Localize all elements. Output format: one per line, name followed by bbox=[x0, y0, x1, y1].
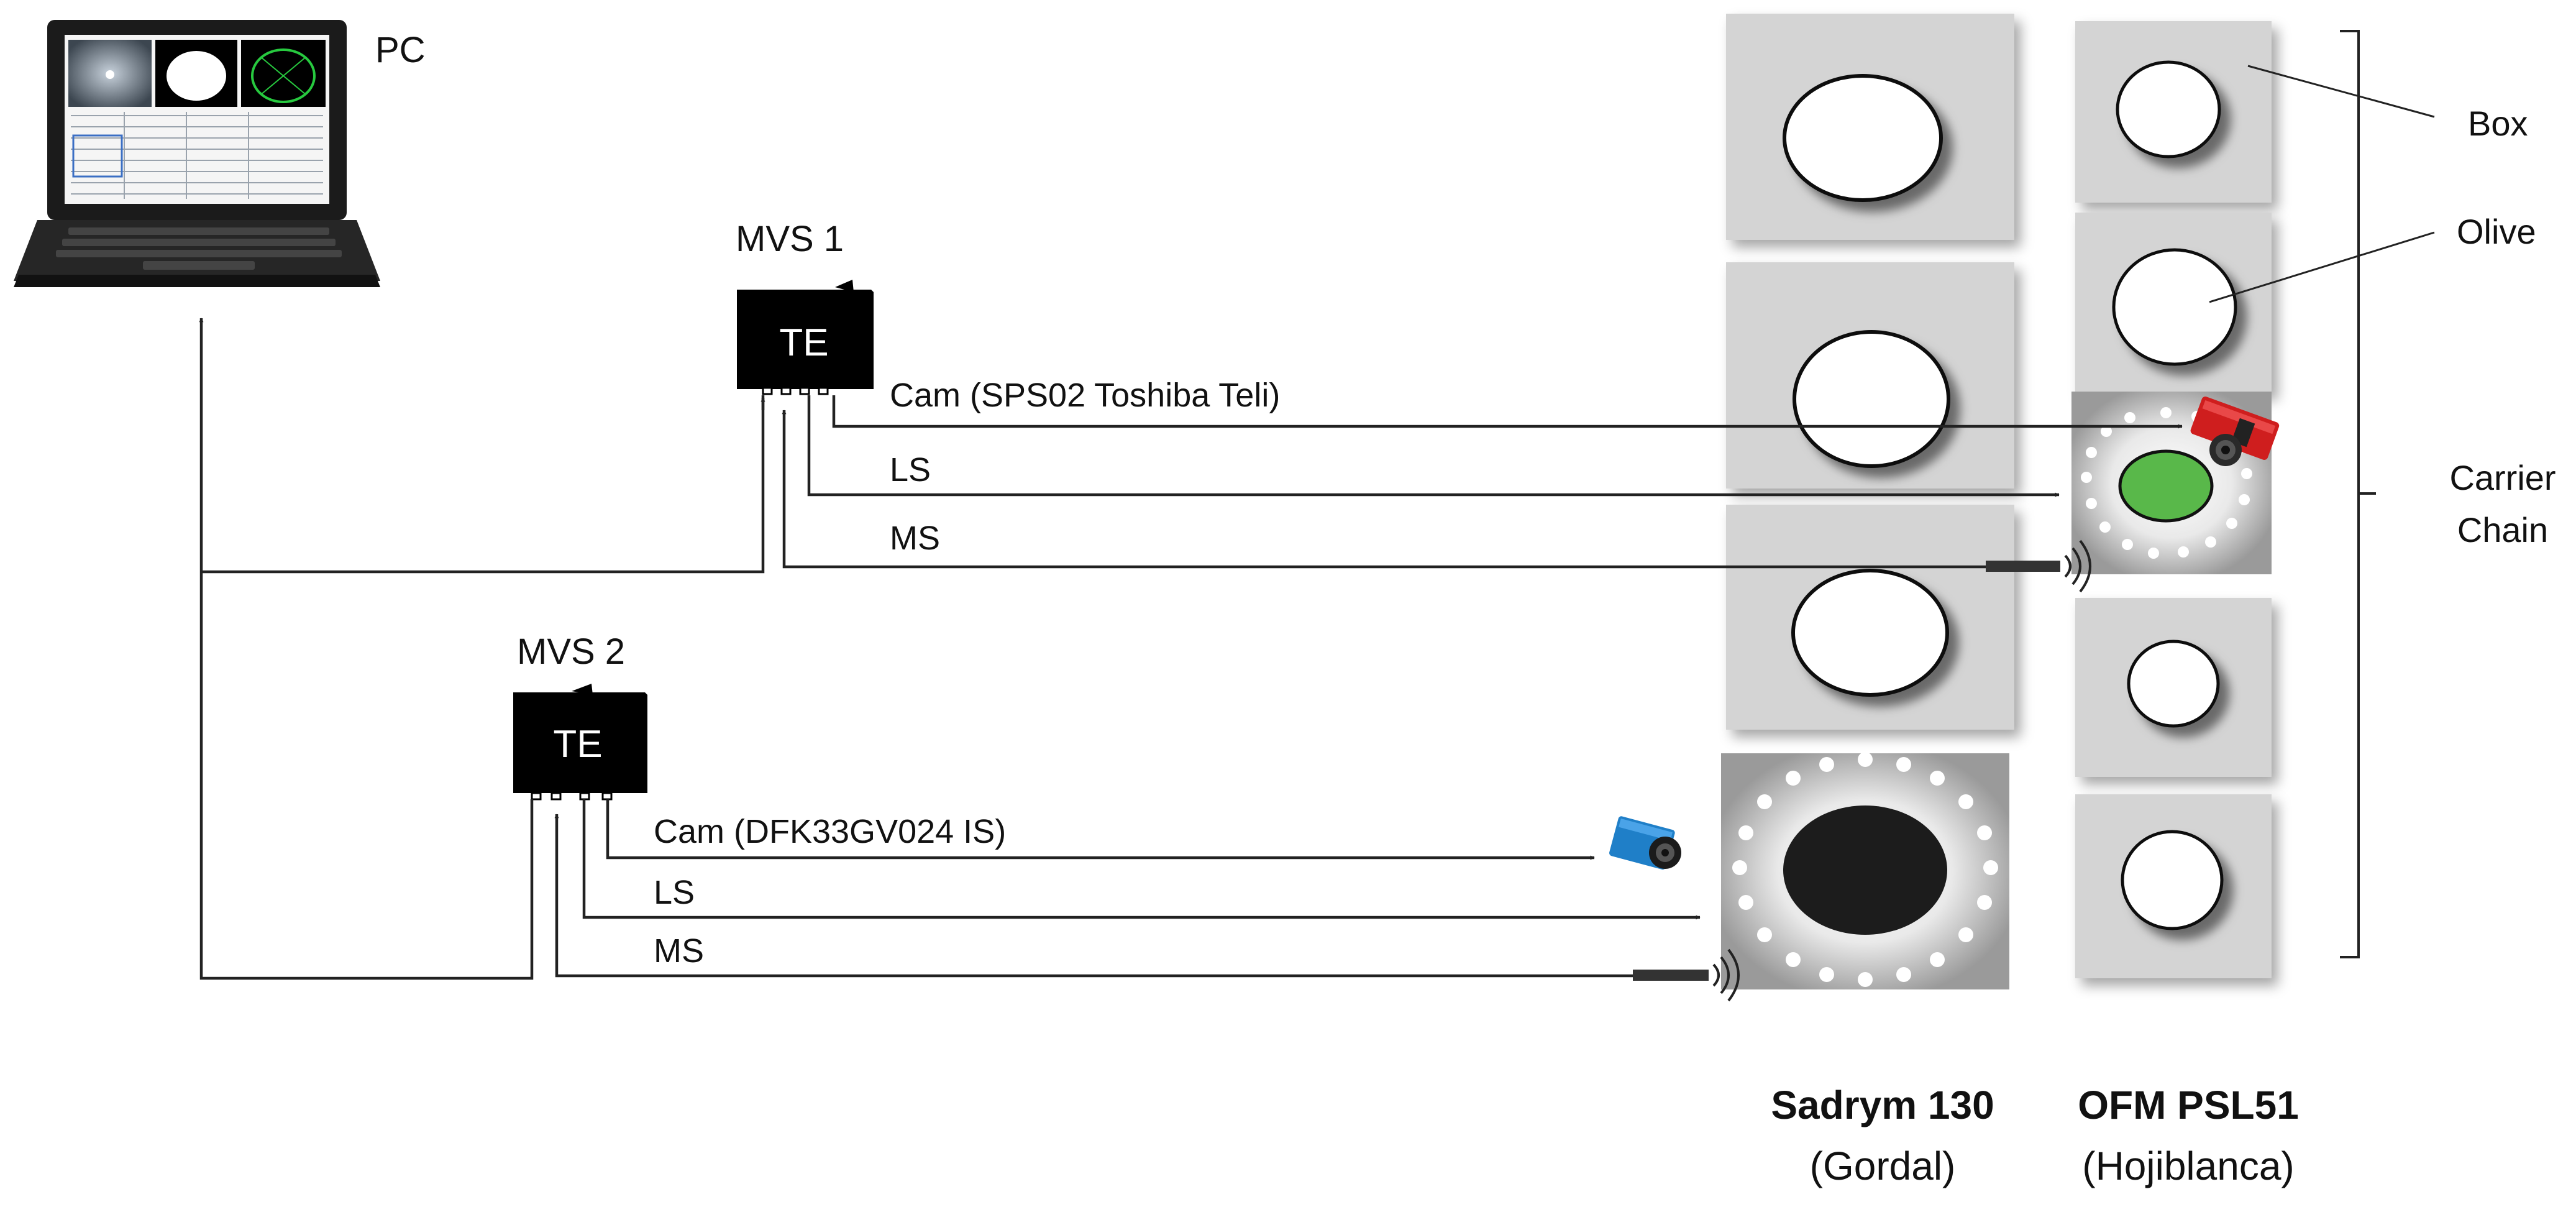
mvs2-controller-icon bbox=[513, 684, 647, 801]
mvs1-ls-label: LS bbox=[890, 451, 931, 489]
olive-label: Olive bbox=[2457, 212, 2536, 251]
screen-table-icon bbox=[71, 112, 323, 199]
wire-mvs1-to-pc bbox=[201, 395, 765, 574]
carrier-chain-bracket bbox=[2340, 30, 2376, 958]
olive bbox=[1791, 569, 1949, 697]
mvs1-controller-icon bbox=[737, 280, 874, 395]
camera-red-icon bbox=[2190, 397, 2280, 466]
mvs2-label: MVS 2 bbox=[517, 631, 625, 672]
camera-blue-icon bbox=[1609, 816, 1681, 870]
wire-mvs1-ls bbox=[807, 395, 2060, 497]
wire-mvs2-cam bbox=[606, 799, 1595, 860]
carrier-chain-label-line2: Chain bbox=[2457, 510, 2548, 549]
box bbox=[1726, 262, 2014, 489]
box-label: Box bbox=[2468, 104, 2528, 143]
olive bbox=[1793, 330, 1950, 468]
olive-leader-line bbox=[2209, 231, 2435, 303]
mvs1-cam-label: Cam (SPS02 Toshiba Teli) bbox=[890, 377, 1280, 414]
box bbox=[2075, 598, 2272, 777]
olive bbox=[2116, 60, 2221, 158]
machine-name-ofm: OFM PSL51 bbox=[2078, 1083, 2299, 1127]
wire-mvs1-ms bbox=[782, 410, 1986, 569]
motion-sensor-1-icon bbox=[1986, 539, 2091, 593]
box bbox=[2075, 794, 2272, 978]
mvs1-brand: TE bbox=[779, 321, 828, 364]
mvs2-ms-label: MS bbox=[654, 932, 704, 970]
mvs1-label: MVS 1 bbox=[736, 219, 844, 259]
mvs2-cam-label: Cam (DFK33GV024 IS) bbox=[654, 813, 1006, 850]
machine-variety-gordal: (Gordal) bbox=[1810, 1144, 1956, 1188]
olive-lit-green bbox=[2118, 449, 2214, 523]
box bbox=[2075, 213, 2272, 393]
olive bbox=[2127, 640, 2220, 728]
pc-label: PC bbox=[375, 30, 426, 70]
motion-sensor-2-icon bbox=[1633, 948, 1740, 1002]
wire-mvs1-cam bbox=[832, 395, 2183, 429]
machine-variety-hojiblanca: (Hojiblanca) bbox=[2082, 1144, 2294, 1188]
ofm-column bbox=[2071, 21, 2272, 978]
mvs1-ms-label: MS bbox=[890, 520, 940, 557]
sadrym-column bbox=[1721, 14, 2014, 989]
olive bbox=[2112, 248, 2237, 366]
olive bbox=[1783, 74, 1943, 202]
mvs2-ls-label: LS bbox=[654, 874, 695, 911]
olive-under-light bbox=[1783, 805, 1947, 935]
olive bbox=[2121, 830, 2224, 930]
carrier-chain-label-line1: Carrier bbox=[2449, 458, 2555, 497]
wire-mvs2-ls bbox=[582, 799, 1701, 920]
pc-laptop-icon bbox=[14, 20, 380, 287]
box bbox=[1726, 505, 2014, 730]
mvs2-brand: TE bbox=[553, 723, 602, 766]
wire-mvs2-ms bbox=[554, 814, 1633, 978]
wire-pc-bus bbox=[199, 318, 534, 980]
inspection-box-sadrym bbox=[1721, 752, 2009, 989]
box-leader-line bbox=[2247, 65, 2435, 118]
box bbox=[1726, 14, 2014, 240]
led-ring-icon bbox=[1732, 752, 1998, 987]
machine-name-sadrym: Sadrym 130 bbox=[1771, 1083, 1994, 1127]
box bbox=[2075, 21, 2272, 203]
